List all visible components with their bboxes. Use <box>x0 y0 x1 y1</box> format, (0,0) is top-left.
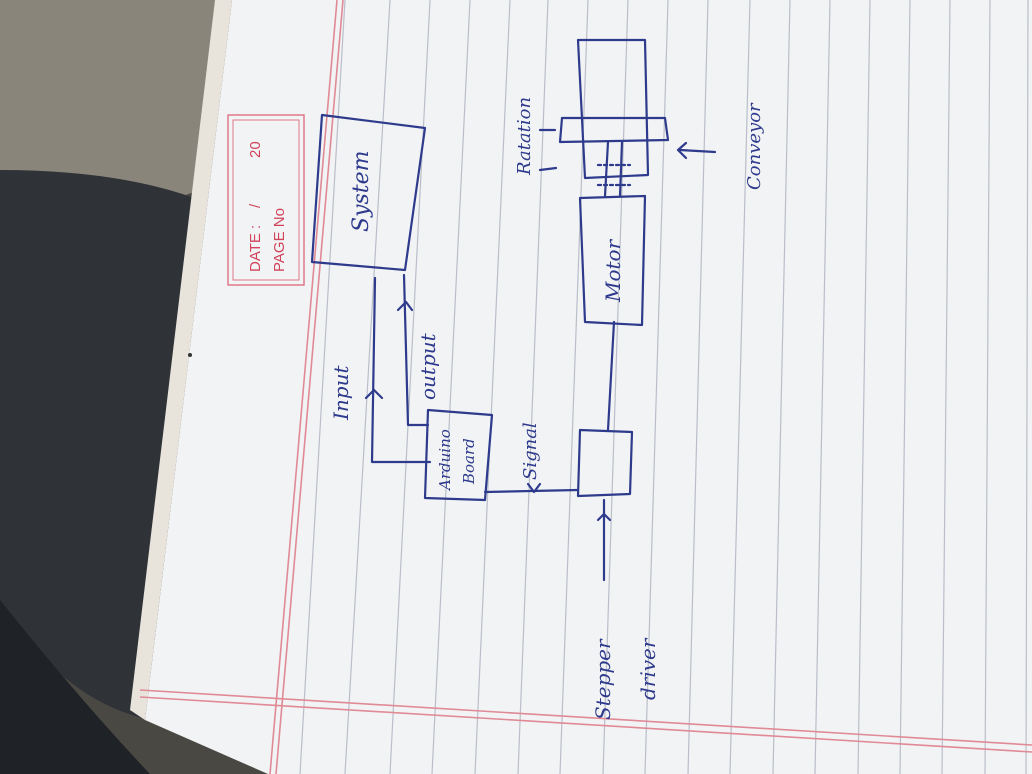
date-year: 20 <box>247 141 264 158</box>
conveyor-belt <box>558 116 670 144</box>
motor-label: Motor <box>601 238 625 303</box>
input-line <box>370 276 432 464</box>
arduino-board-box <box>423 408 494 502</box>
arduino-label-line1: Arduino <box>436 429 454 492</box>
conveyor-pointer-line <box>678 148 717 154</box>
driver-motor-line <box>606 320 616 432</box>
shaft-coupling <box>596 163 632 187</box>
conveyor-arrow-icon <box>676 141 688 160</box>
system-label: System <box>349 150 374 232</box>
motor-box <box>578 194 647 327</box>
page-number-label: PAGE No <box>271 208 288 272</box>
arduino-label-line2: Board <box>460 438 478 485</box>
date-separator: / <box>247 203 264 208</box>
date-stamp: DATE : / 20 PAGE No <box>227 114 305 286</box>
rotation-arrow-bottom-icon <box>538 166 558 172</box>
system-box <box>310 113 427 272</box>
output-line <box>402 273 430 427</box>
conveyor-label: Conveyor <box>744 102 765 190</box>
stepper-pointer-arrow-icon <box>596 512 612 522</box>
stepper-label-line1: Stepper <box>591 638 615 720</box>
stepper-label-line2: driver <box>636 637 660 700</box>
chair-shadow <box>0 600 150 774</box>
rotation-label: Ratation <box>514 97 535 176</box>
date-label: DATE : <box>247 225 264 272</box>
input-arrow-icon <box>364 388 384 400</box>
output-label: output <box>416 332 440 400</box>
margin-lines <box>139 0 1032 774</box>
output-arrow-icon <box>396 300 414 312</box>
motor-shaft <box>603 140 624 198</box>
pen-dot <box>188 353 192 357</box>
stepper-driver-box <box>576 428 634 498</box>
page-edge <box>130 0 232 720</box>
signal-label: Signal <box>520 422 541 480</box>
notebook-page <box>145 0 1032 774</box>
conveyor-roller-box <box>576 38 650 180</box>
input-label: Input <box>329 365 353 421</box>
signal-arrow-icon <box>526 482 542 494</box>
signal-line <box>483 488 580 494</box>
